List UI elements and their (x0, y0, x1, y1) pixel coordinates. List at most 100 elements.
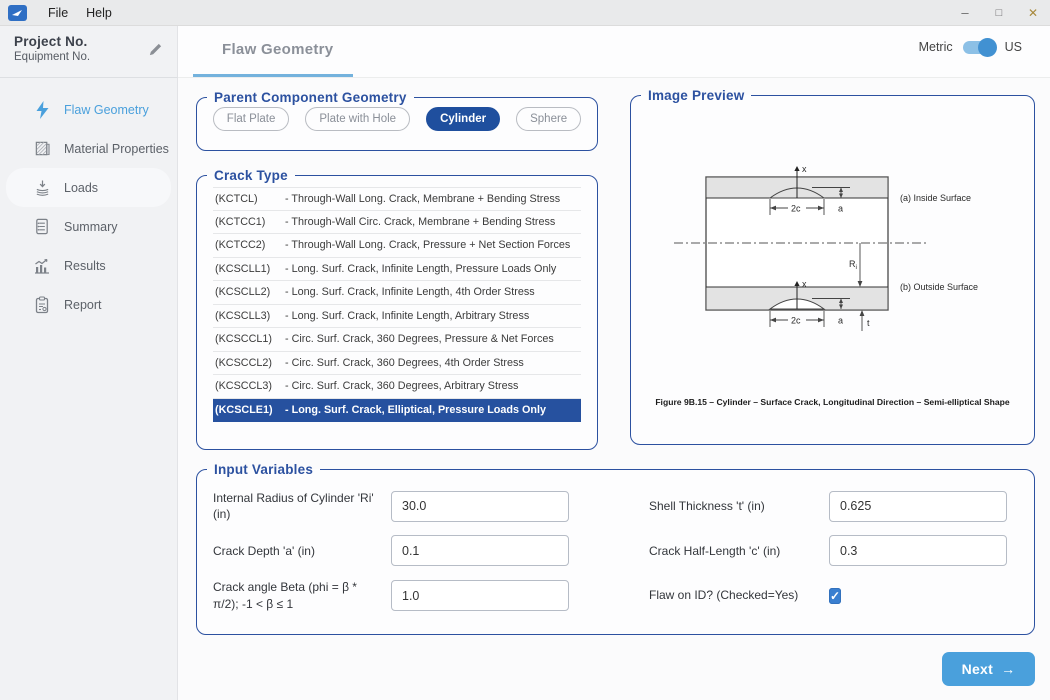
sidebar-item-label: Results (64, 259, 106, 273)
crack-type-row[interactable]: (KCSCCL2) - Circ. Surf. Crack, 360 Degre… (213, 352, 581, 376)
sidebar-item-label: Flaw Geometry (64, 103, 149, 117)
crack-type-list: (KCTCL) - Through-Wall Long. Crack, Memb… (213, 187, 581, 422)
crack-desc: - Through-Wall Circ. Crack, Membrane + B… (285, 216, 555, 228)
crack-type-row[interactable]: (KCTCL) - Through-Wall Long. Crack, Memb… (213, 187, 581, 211)
svg-text:(a) Inside Surface: (a) Inside Surface (900, 193, 971, 203)
crack-desc: - Circ. Surf. Crack, 360 Degrees, 4th Or… (285, 357, 524, 369)
crack-type-row[interactable]: (KCSCLL1) - Long. Surf. Crack, Infinite … (213, 258, 581, 282)
parent-component-geometry-section: Parent Component Geometry Flat Plate Pla… (196, 90, 598, 151)
crack-type-section: Crack Type (KCTCL) - Through-Wall Long. … (196, 168, 598, 450)
crack-desc: - Circ. Surf. Crack, 360 Degrees, Pressu… (285, 333, 554, 345)
internal-radius-label: Internal Radius of Cylinder 'Ri' (in) (213, 490, 391, 522)
svg-text:a: a (838, 316, 843, 326)
crack-type-row[interactable]: (KCSCLL3) - Long. Surf. Crack, Infinite … (213, 305, 581, 329)
sidebar-item-loads[interactable]: Loads (6, 168, 171, 207)
crack-angle-beta-field[interactable] (391, 580, 569, 611)
content-header: Flaw Geometry Metric US (178, 26, 1050, 78)
geometry-flat-plate-button[interactable]: Flat Plate (213, 107, 290, 131)
titlebar: File Help – □ ✕ (0, 0, 1050, 26)
crack-code: (KCSCCL3) (215, 380, 285, 392)
project-box: Project No. Equipment No. (0, 26, 178, 78)
toggle-knob (978, 38, 997, 57)
crack-code: (KCSCLE1) (215, 404, 285, 416)
crack-code: (KCSCLL3) (215, 310, 285, 322)
svg-text:x: x (802, 164, 807, 174)
crack-desc: - Long. Surf. Crack, Elliptical, Pressur… (285, 404, 546, 416)
sidebar-item-results[interactable]: Results (6, 246, 171, 285)
cylinder-crack-diagram: x 2c a (a) Inside Surface Ri (638, 135, 1028, 370)
crack-desc: - Long. Surf. Crack, Infinite Length, 4t… (285, 286, 535, 298)
crack-desc: - Long. Surf. Crack, Infinite Length, Pr… (285, 263, 556, 275)
svg-text:t: t (867, 318, 870, 328)
input-grid: Internal Radius of Cylinder 'Ri' (in) Sh… (197, 477, 1034, 612)
geometry-cylinder-button[interactable]: Cylinder (426, 107, 500, 131)
menu-file[interactable]: File (39, 6, 77, 20)
lightning-icon (32, 100, 52, 120)
crack-desc: - Long. Surf. Crack, Infinite Length, Ar… (285, 310, 529, 322)
geometry-options: Flat Plate Plate with Hole Cylinder Sphe… (197, 107, 597, 131)
sidebar-item-report[interactable]: Report (6, 285, 171, 324)
svg-text:x: x (802, 279, 807, 289)
geometry-sphere-button[interactable]: Sphere (516, 107, 581, 131)
next-button[interactable]: Next → (942, 652, 1035, 686)
edit-project-button[interactable] (148, 42, 163, 62)
crack-type-row[interactable]: (KCTCC2) - Through-Wall Long. Crack, Pre… (213, 234, 581, 258)
geometry-plate-with-hole-button[interactable]: Plate with Hole (305, 107, 410, 131)
sidebar-item-summary[interactable]: Summary (6, 207, 171, 246)
crack-type-row[interactable]: (KCSCLL2) - Long. Surf. Crack, Infinite … (213, 281, 581, 305)
maximize-button[interactable]: □ (982, 0, 1016, 26)
main-content: Parent Component Geometry Flat Plate Pla… (178, 78, 1050, 700)
sidebar-item-label: Material Properties (64, 142, 169, 156)
crack-type-row-selected[interactable]: (KCSCLE1) - Long. Surf. Crack, Elliptica… (213, 399, 581, 423)
minimize-button[interactable]: – (948, 0, 982, 26)
close-button[interactable]: ✕ (1016, 0, 1050, 26)
flaw-on-id-checkbox[interactable]: ✓ (829, 588, 841, 604)
flaw-on-id-label: Flaw on ID? (Checked=Yes) (649, 587, 829, 603)
sidebar-item-label: Report (64, 298, 102, 312)
unit-switcher: Metric US (919, 40, 1022, 54)
crack-desc: - Through-Wall Long. Crack, Pressure + N… (285, 239, 570, 251)
loads-icon (32, 178, 52, 198)
shell-thickness-field[interactable] (829, 491, 1007, 522)
results-icon (32, 256, 52, 276)
crack-code: (KCTCC1) (215, 216, 285, 228)
arrow-right-icon: → (1001, 661, 1015, 677)
svg-text:2c: 2c (791, 316, 801, 326)
sidebar-item-flaw-geometry[interactable]: Flaw Geometry (6, 90, 171, 129)
svg-text:a: a (838, 204, 843, 214)
figure-caption: Figure 9B.15 – Cylinder – Surface Crack,… (631, 397, 1034, 407)
crack-type-row[interactable]: (KCSCCL1) - Circ. Surf. Crack, 360 Degre… (213, 328, 581, 352)
app-icon (8, 5, 27, 21)
input-variables-title: Input Variables (207, 462, 320, 477)
unit-toggle[interactable] (963, 41, 995, 54)
window-controls: – □ ✕ (948, 0, 1050, 25)
tab-underline (193, 74, 353, 77)
diagram: x 2c a (a) Inside Surface Ri (631, 103, 1034, 407)
sidebar-item-material-properties[interactable]: Material Properties (6, 129, 171, 168)
crack-code: (KCSCLL2) (215, 286, 285, 298)
crack-angle-beta-label: Crack angle Beta (phi = β * π/2); -1 < β… (213, 579, 391, 611)
crack-code: (KCSCCL1) (215, 333, 285, 345)
crack-code: (KCTCL) (215, 193, 285, 205)
next-button-label: Next (962, 661, 994, 677)
subheader: Project No. Equipment No. Flaw Geometry … (0, 26, 1050, 78)
parent-geometry-title: Parent Component Geometry (207, 90, 414, 105)
input-variables-section: Input Variables Internal Radius of Cylin… (196, 462, 1035, 635)
crack-type-title: Crack Type (207, 168, 295, 183)
crack-depth-field[interactable] (391, 535, 569, 566)
sidebar: Flaw Geometry Material Properties Loads (0, 78, 178, 700)
crack-type-row[interactable]: (KCSCCL3) - Circ. Surf. Crack, 360 Degre… (213, 375, 581, 399)
internal-radius-field[interactable] (391, 491, 569, 522)
metric-label: Metric (919, 40, 953, 54)
menu-help[interactable]: Help (77, 6, 121, 20)
crack-code: (KCSCCL2) (215, 357, 285, 369)
tab-flaw-geometry[interactable]: Flaw Geometry (222, 41, 333, 58)
crack-half-length-label: Crack Half-Length 'c' (in) (649, 543, 829, 559)
report-icon (32, 295, 52, 315)
crack-half-length-field[interactable] (829, 535, 1007, 566)
material-icon (32, 139, 52, 159)
svg-text:(b) Outside Surface: (b) Outside Surface (900, 282, 978, 292)
crack-type-row[interactable]: (KCTCC1) - Through-Wall Circ. Crack, Mem… (213, 211, 581, 235)
shell-thickness-label: Shell Thickness 't' (in) (649, 498, 829, 514)
crack-code: (KCTCC2) (215, 239, 285, 251)
